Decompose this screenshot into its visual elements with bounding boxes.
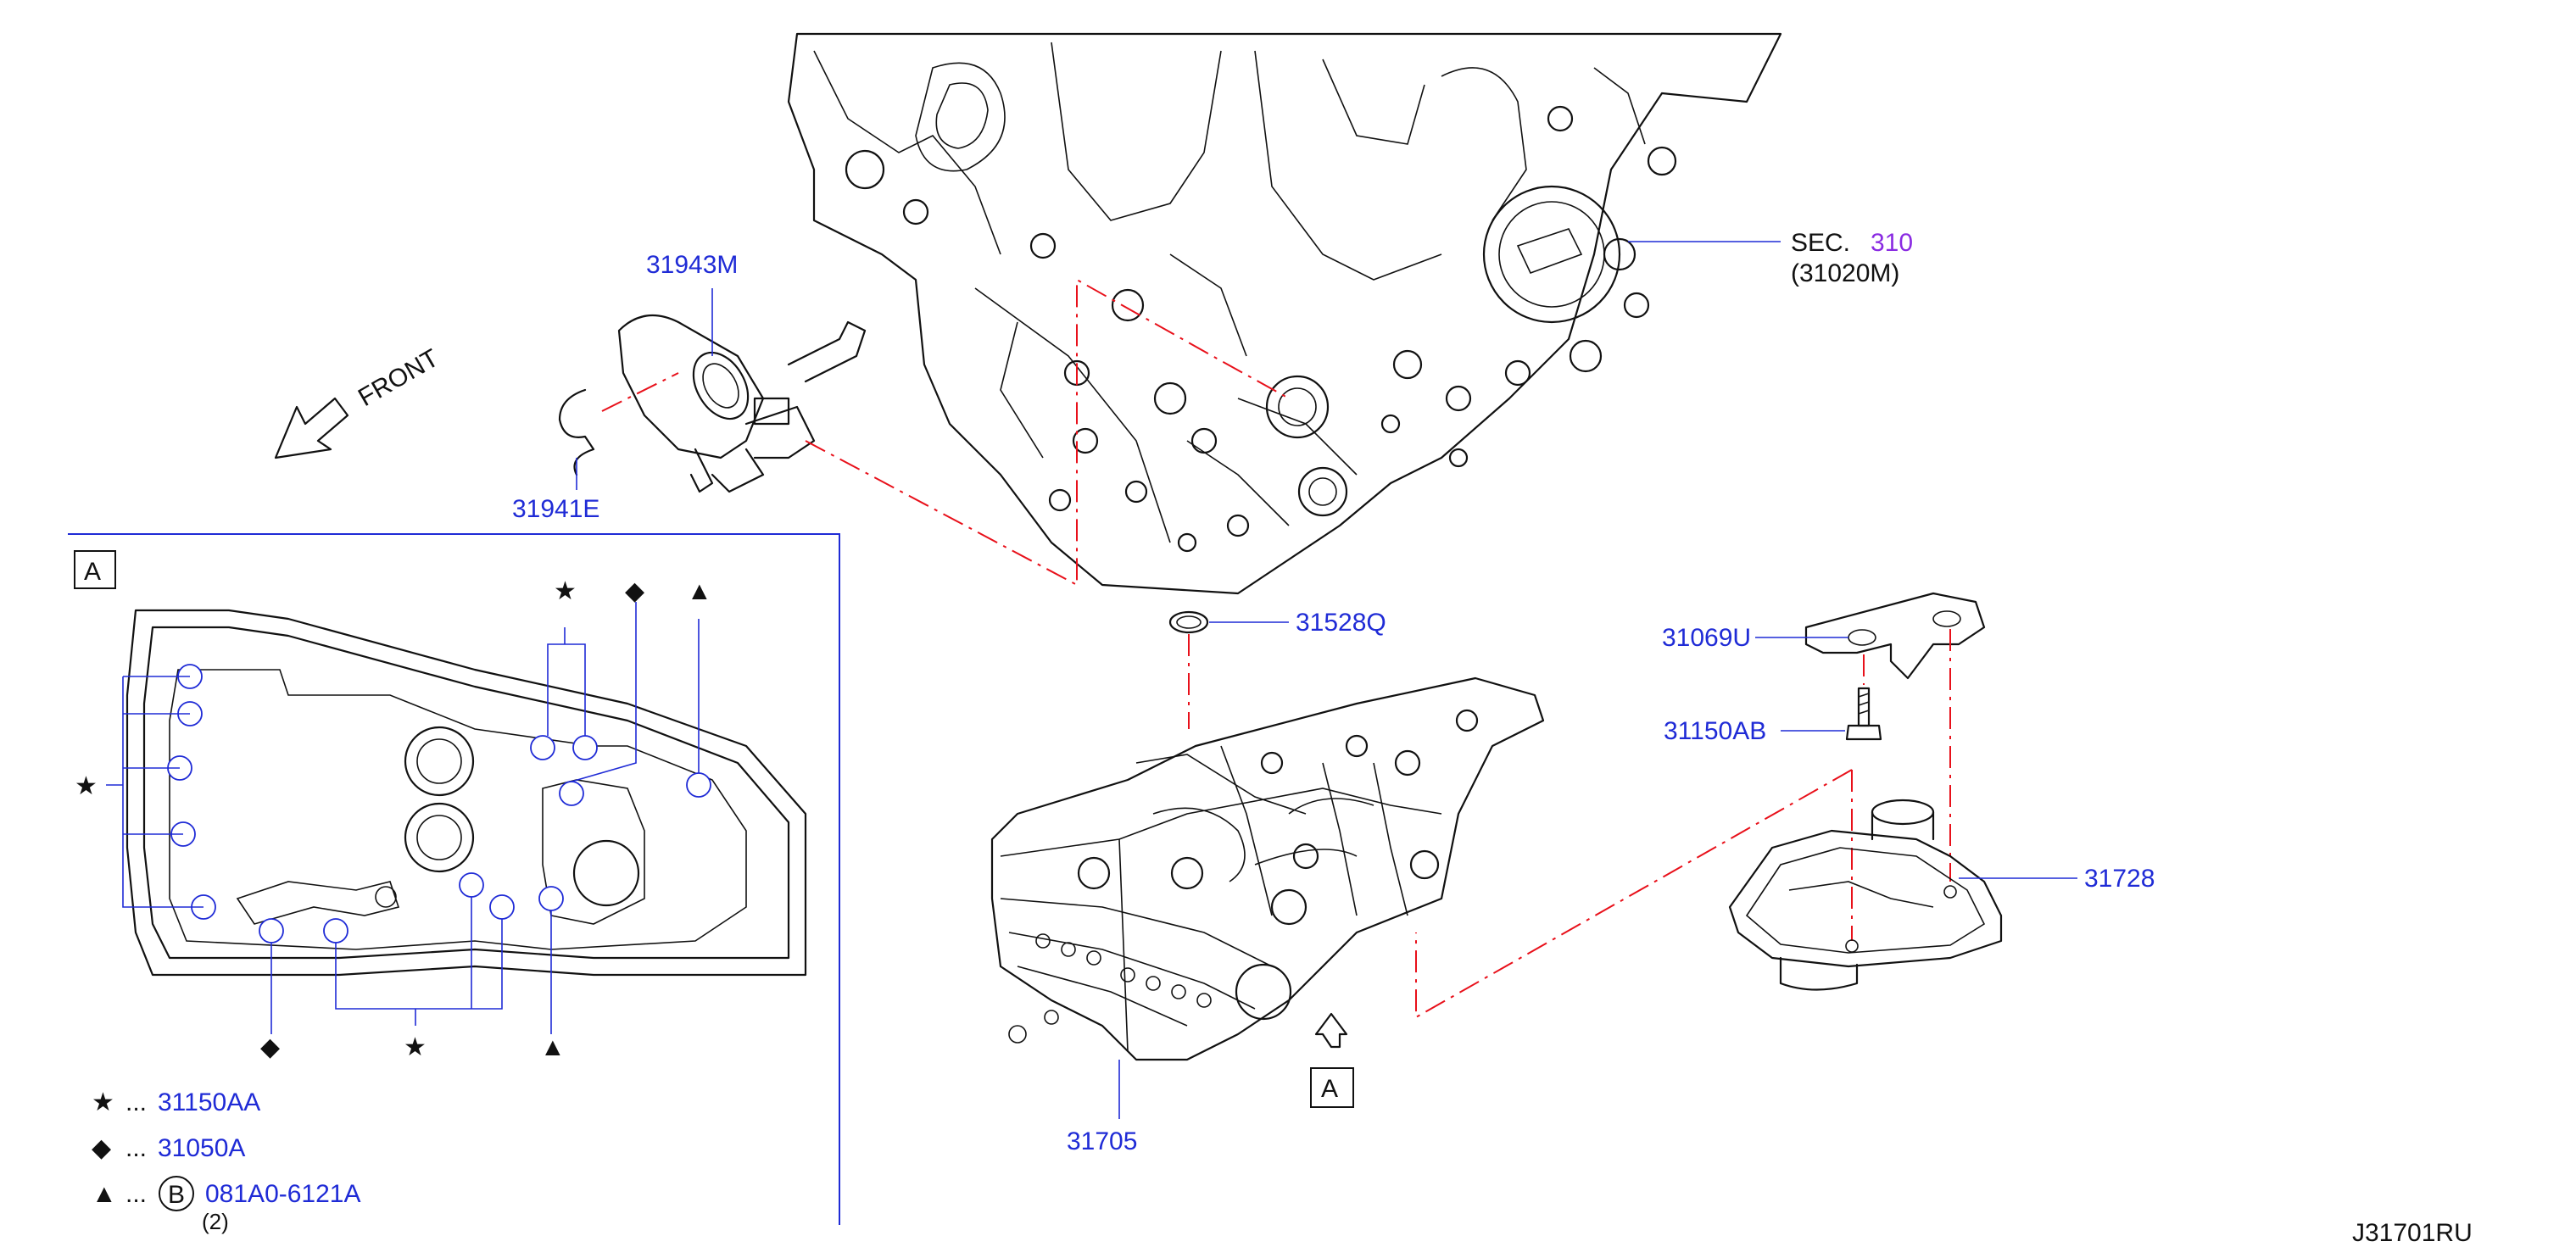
triangle-marker-bottom: ▲ xyxy=(540,1033,566,1061)
triangle-marker-top: ▲ xyxy=(687,577,712,605)
diamond-marker-top: ◆ xyxy=(625,577,644,605)
circled-b-icon xyxy=(159,1176,194,1211)
legend-circle-b: B xyxy=(168,1181,185,1209)
legend-31050a[interactable]: 31050A xyxy=(158,1134,245,1162)
legend-081a0-6121a[interactable]: 081A0-6121A xyxy=(205,1180,361,1208)
legend-triangle-symbol: ▲ xyxy=(92,1180,117,1208)
legend-dots: ... xyxy=(125,1180,147,1208)
front-arrow-icon xyxy=(274,397,349,459)
bolt-markers xyxy=(167,664,711,944)
label-31150ab[interactable]: 31150AB xyxy=(1664,717,1766,745)
legend-qty: (2) xyxy=(202,1209,229,1234)
oil-strainer-31728 xyxy=(1728,799,2003,991)
view-a-box xyxy=(1310,1067,1354,1108)
transaxle-case xyxy=(787,32,1782,595)
label-31069u[interactable]: 31069U xyxy=(1662,624,1751,652)
valve-body-31705 xyxy=(990,676,1545,1061)
sec-310-sub: (31020M) xyxy=(1791,259,1899,287)
solenoid-hidden-line xyxy=(805,278,1290,587)
star-marker-bottom: ★ xyxy=(404,1033,427,1061)
label-31528q[interactable]: 31528Q xyxy=(1296,609,1386,637)
star-marker-left: ★ xyxy=(75,772,98,800)
sec-prefix: SEC. xyxy=(1791,229,1850,257)
filter-hidden-line xyxy=(1415,769,1853,1019)
legend-31150aa[interactable]: 31150AA xyxy=(158,1088,260,1116)
detail-a-box-label: A xyxy=(84,558,101,586)
legend-dots: ... xyxy=(125,1134,147,1162)
o-ring-31528q xyxy=(1168,610,1209,634)
legend-diamond-symbol: ◆ xyxy=(92,1134,111,1162)
label-31941e[interactable]: 31941E xyxy=(512,495,599,523)
front-label: FRONT xyxy=(354,344,443,412)
detail-view-a: A xyxy=(68,533,840,1234)
view-a-arrow-icon xyxy=(1314,1012,1348,1049)
star-marker-top: ★ xyxy=(554,577,577,605)
clip-hidden-line xyxy=(601,372,679,412)
label-31728[interactable]: 31728 xyxy=(2084,865,2155,893)
label-31943m[interactable]: 31943M xyxy=(646,251,738,279)
bolt-31150ab xyxy=(1845,687,1882,741)
sec-310-link[interactable]: 310 xyxy=(1871,229,1913,257)
legend: ★ ... 31150AA ◆ ... 31050A ▲ ... B 081A0… xyxy=(92,1088,361,1234)
bracket-31069u xyxy=(1804,592,1986,680)
solenoid-31943m xyxy=(617,314,867,493)
diamond-marker-bottom: ◆ xyxy=(260,1033,280,1061)
view-a-label: A xyxy=(1321,1075,1338,1103)
legend-star-symbol: ★ xyxy=(92,1088,114,1116)
legend-dots: ... xyxy=(125,1088,147,1116)
diagram-id: J31701RU xyxy=(2352,1219,2473,1247)
label-31705[interactable]: 31705 xyxy=(1067,1127,1137,1155)
